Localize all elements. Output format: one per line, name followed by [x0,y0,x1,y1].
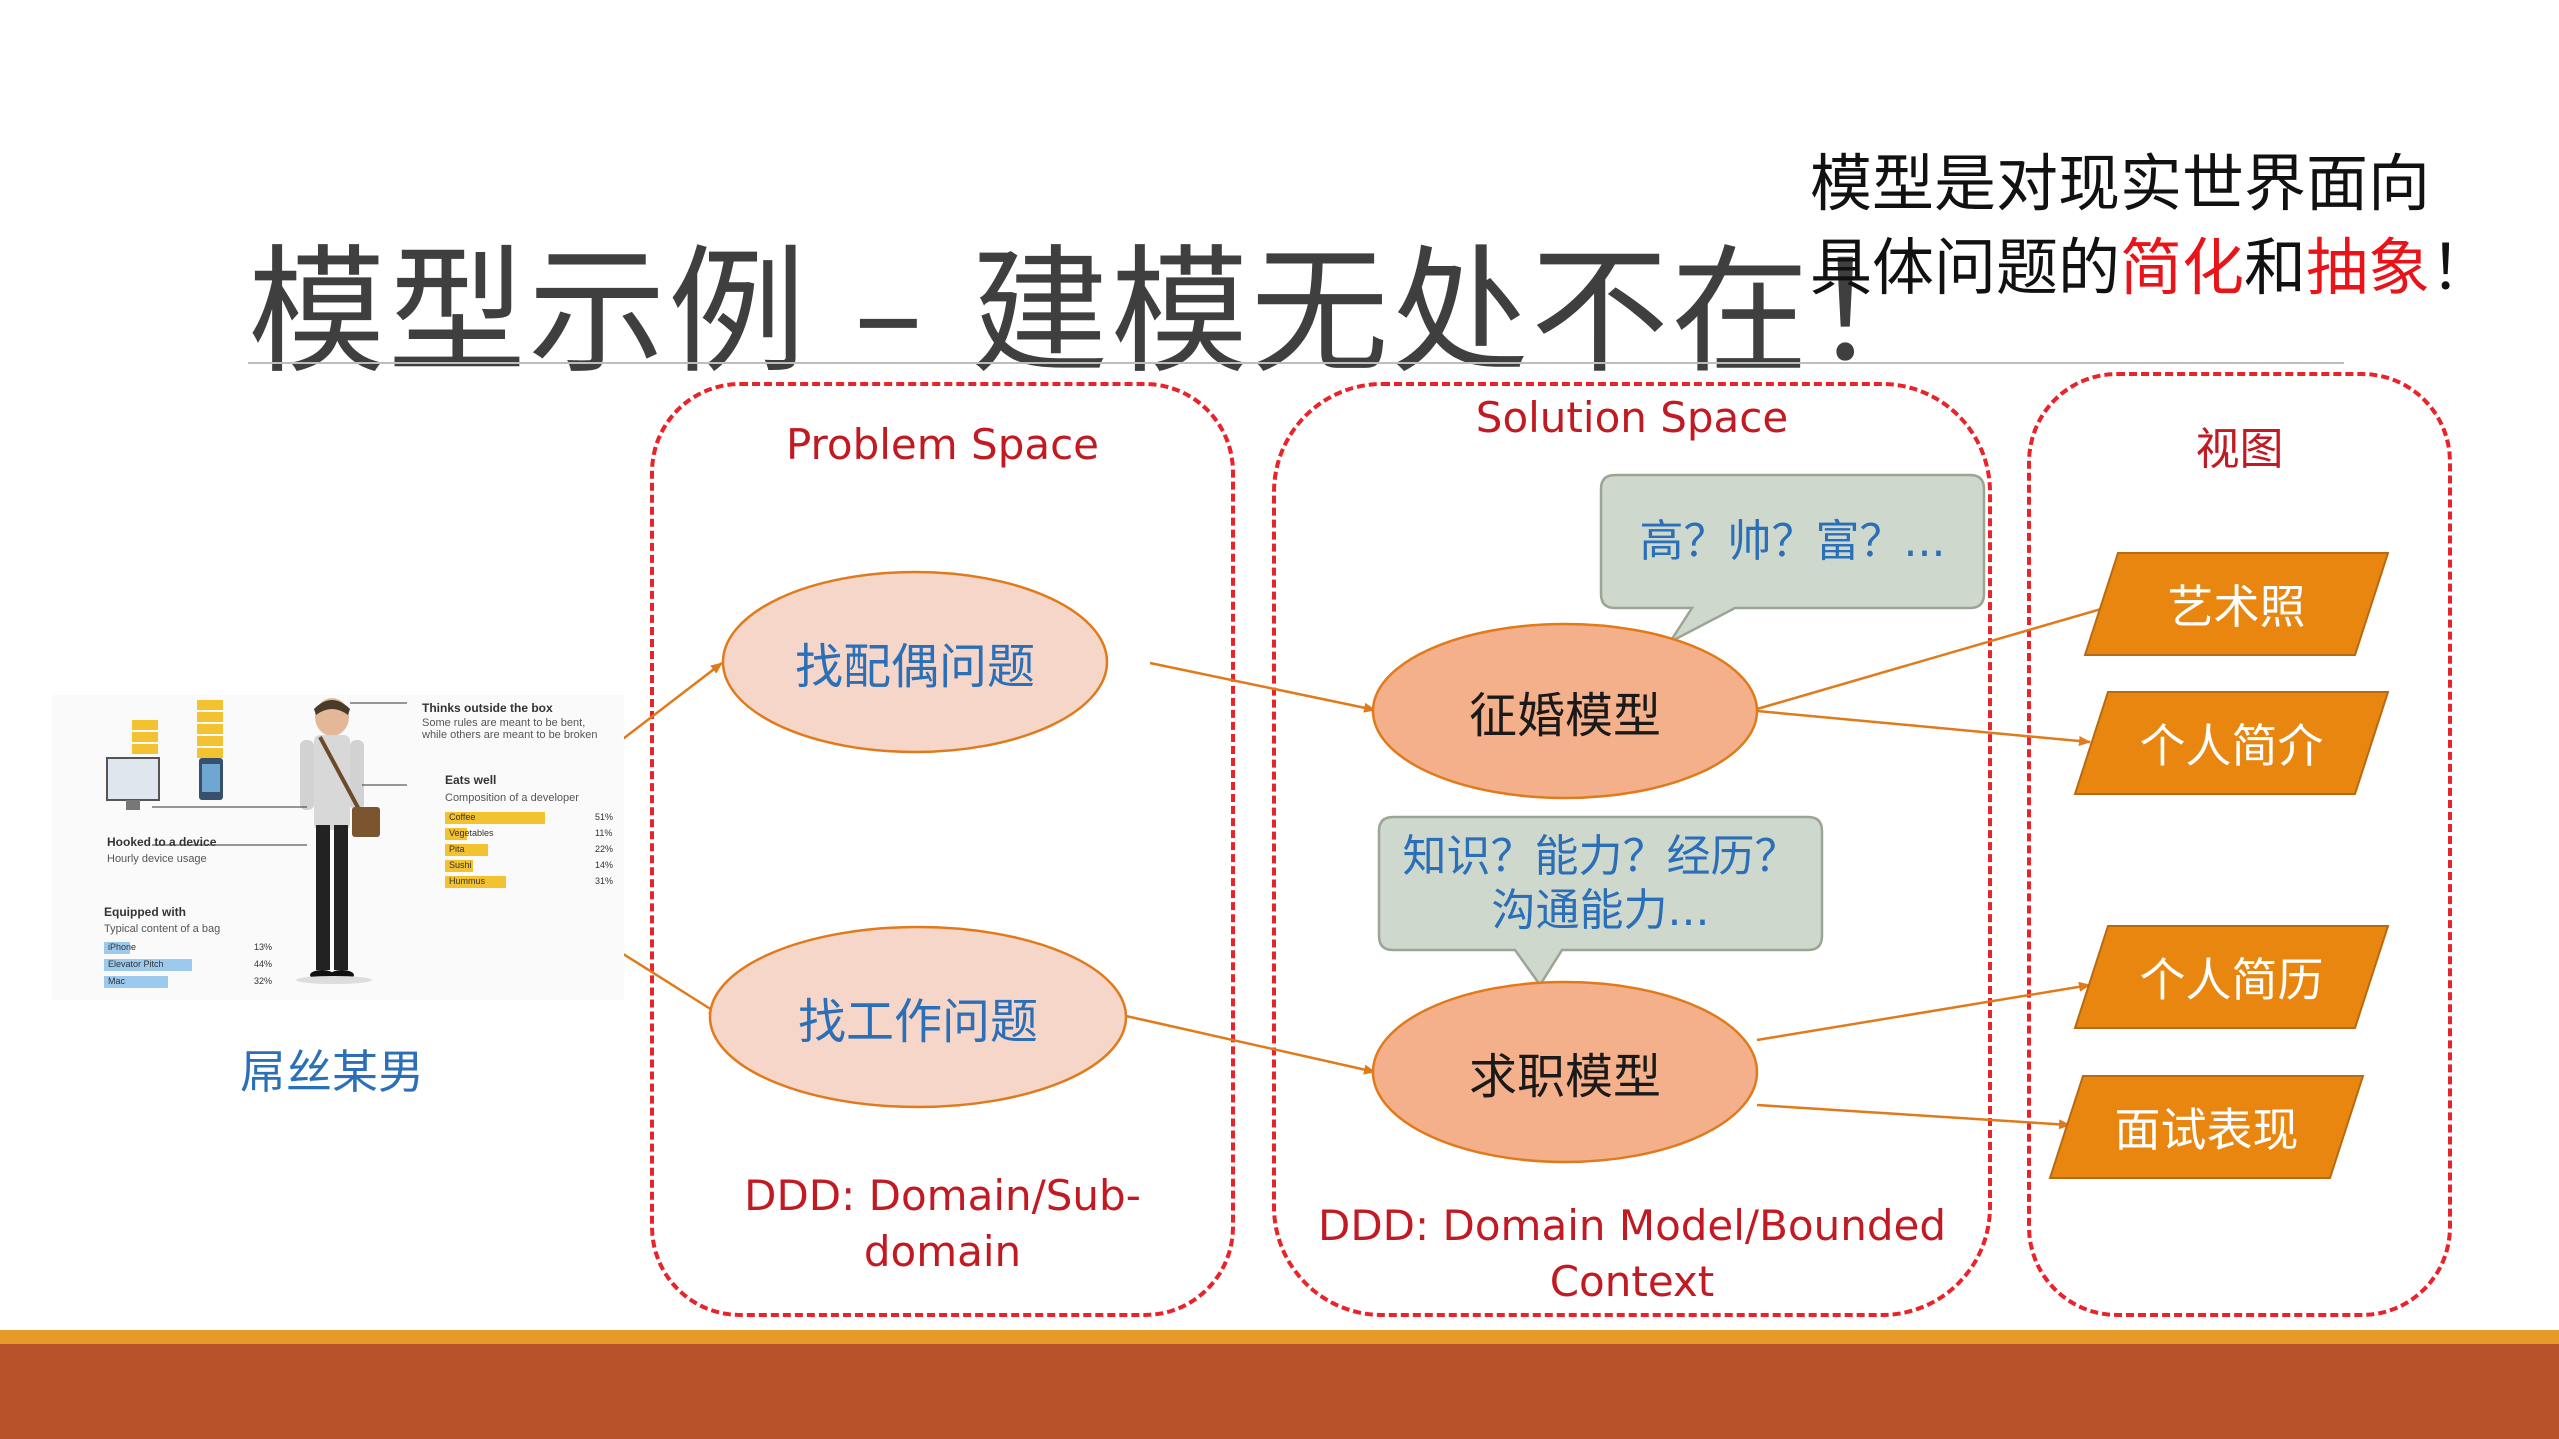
node-find-job-shape [708,925,1128,1109]
view-art-photo-shape [2083,552,2390,656]
view-resume-shape [2073,925,2390,1029]
node-find-spouse-shape [721,570,1109,754]
view-interview: 面试表现 [2114,1103,2299,1157]
illus-eats: Eats well [445,773,497,787]
problem-space-footer: DDD: Domain/Sub- domain [744,1171,1141,1276]
view-profile-shape [2073,691,2390,795]
solution-space-box [1272,382,1992,1317]
solution-space-footer: DDD: Domain Model/Bounded Context [1317,1201,1946,1306]
illus-equipped-sub: Typical content of a bag [104,923,221,935]
illus-equipped: Equipped with [104,905,186,919]
food-bar [445,812,545,824]
title-divider [248,362,2344,364]
arrow-career-to-interview [1756,1103,2071,1130]
illus-eats-sub: Composition of a developer [445,792,579,804]
node-find-spouse: 找配偶问题 [794,639,1035,695]
footer-stripe [0,1330,2559,1344]
view-resume: 个人简历 [2139,953,2324,1007]
highlight-abstract: 抽象 [2306,231,2431,304]
arrow-spouse-to-marriage-model [1149,661,1376,713]
view-art-photo: 艺术照 [2167,580,2306,634]
view-profile: 个人简介 [2139,719,2324,773]
illus-thinks-sub-1: Some rules are meant to be bent, [422,717,586,729]
bubble-2-shape [1377,815,1824,988]
food-bar [445,844,488,856]
bubble-skills: 知识？能力？经历？ 沟通能力... [1402,830,1799,936]
illus-hooked: Hooked to a device [107,835,217,849]
food-bar [445,876,506,888]
highlight-simplify: 简化 [2120,231,2245,304]
node-marriage-model: 征婚模型 [1468,688,1661,744]
food-bar [445,828,467,840]
illus-thinks: Thinks outside the box [422,701,553,715]
illus-hooked-sub: Hourly device usage [107,853,207,865]
person-caption: 屌丝某男 [240,1045,424,1099]
person-illustration: Thinks outside the box Some rules are me… [52,695,624,1000]
illus-thinks-sub-2: while others are meant to be broken [422,729,598,741]
bag-bar [104,959,192,971]
bubble-1-shape [1599,473,1986,646]
view-box [2027,372,2452,1317]
node-find-job: 找工作问题 [797,994,1038,1050]
note-line-1: 模型是对现实世界面向 [1810,147,2431,220]
bag-bar [104,942,130,954]
definition-note: 模型是对现实世界面向 具体问题的简化和抽象！ [1810,142,2492,310]
arrow-job-to-career-model [1125,1014,1376,1075]
arrow-marriage-to-profile [1756,709,2091,746]
node-career-model: 求职模型 [1468,1049,1661,1105]
bag-bar [104,976,168,988]
slide-title: 模型示例 – 建模无处不在！ [248,232,1951,393]
node-marriage-model-shape [1371,622,1759,800]
arrow-person-to-spouse [614,662,723,746]
solution-space-label: Solution Space [1475,393,1789,442]
note-line-2: 具体问题的简化和抽象！ [1810,231,2493,304]
bubble-qualities: 高？帅？富？... [1639,515,1946,567]
problem-space-box [650,382,1235,1317]
arrow-marriage-to-art-photo [1756,603,2116,711]
view-label: 视图 [2195,424,2284,475]
food-bar [445,860,473,872]
footer-bar [0,1344,2559,1439]
problem-space-label: Problem Space [785,420,1100,469]
view-interview-shape [2048,1075,2365,1179]
person-figure [106,698,407,984]
arrow-career-to-resume [1756,981,2091,1042]
node-career-model-shape [1371,980,1759,1164]
